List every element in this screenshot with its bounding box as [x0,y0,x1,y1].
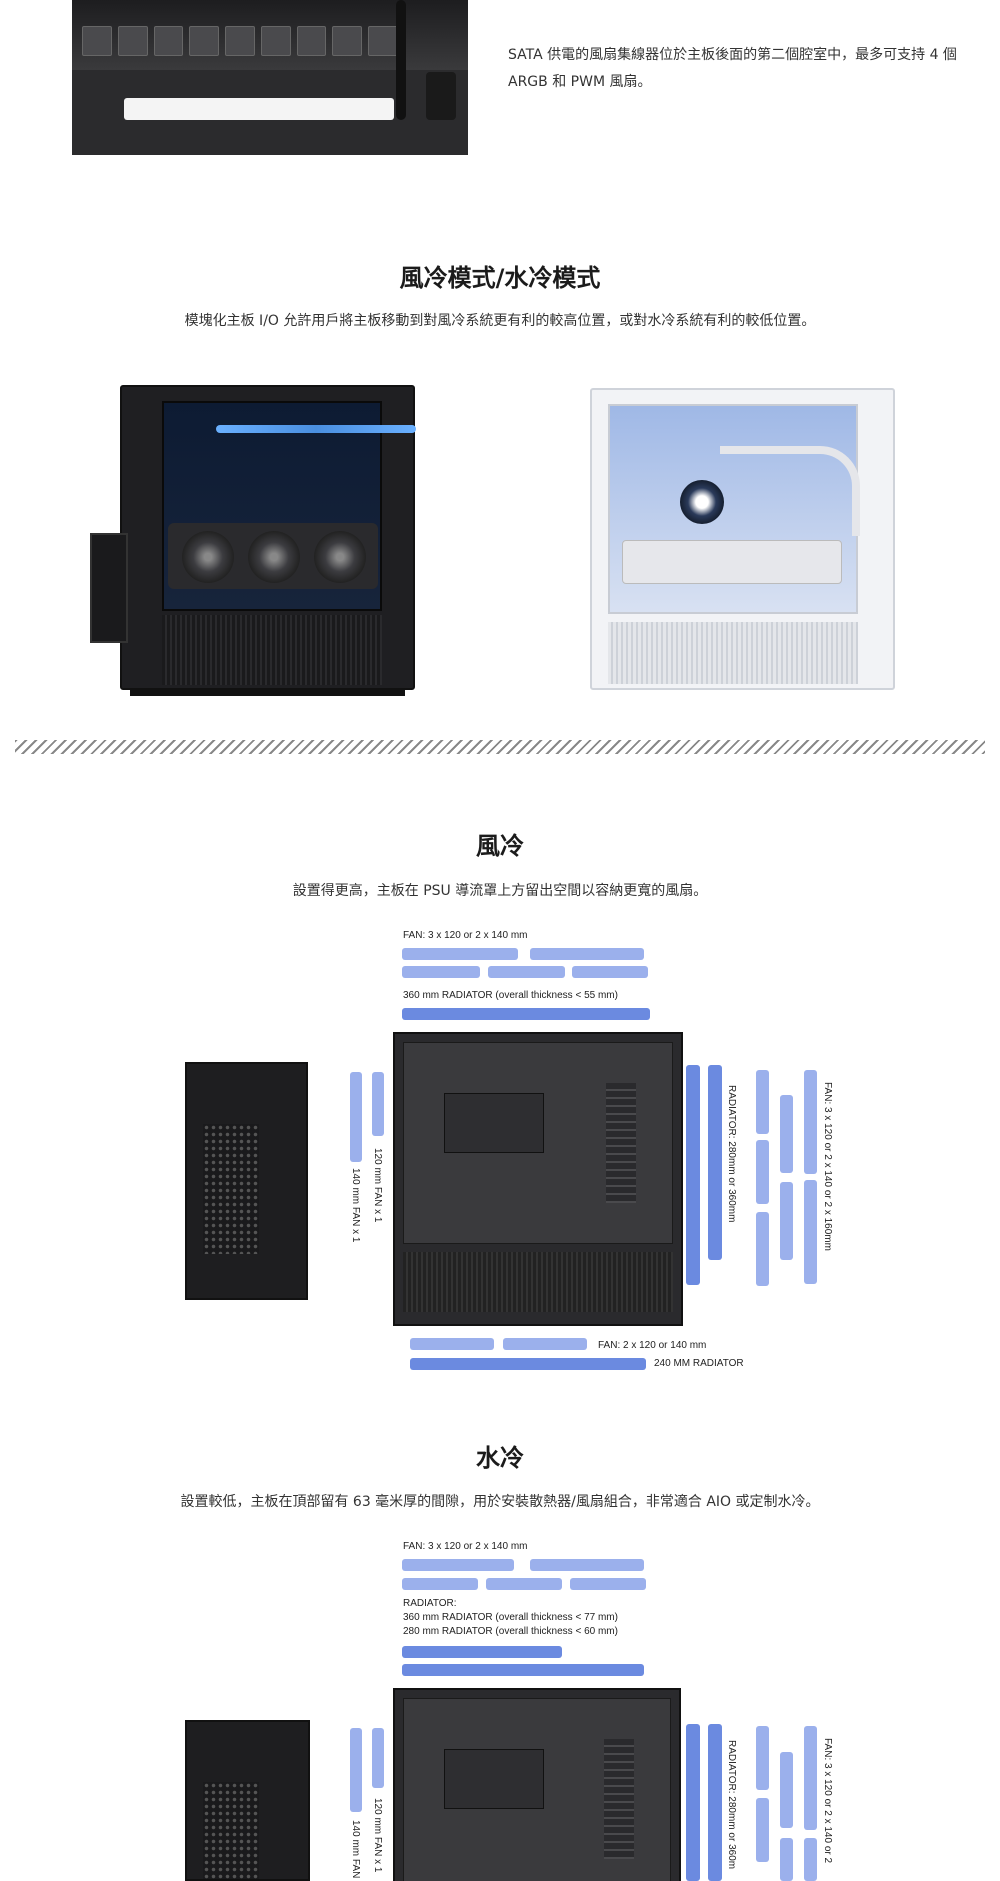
water-radiator-360-label: 360 mm RADIATOR (overall thickness < 77 … [403,1612,618,1623]
water-rear-140-label: 140 mm FAN [350,1820,361,1879]
white-slot [124,98,394,120]
air-subtitle: 設置得更高，主板在 PSU 導流罩上方留出空間以容納更寬的風扇。 [292,883,708,899]
water-top-fan-label: FAN: 3 x 120 or 2 x 140 mm [403,1541,528,1552]
hatched-divider [15,740,985,754]
air-front-fan-label: FAN: 3 x 120 or 2 x 140 or 2 x 160mm [822,1082,833,1251]
water-side-radiator-label: RADIATOR: 280mm or 360m [726,1740,737,1870]
air-bottom-fan-label: FAN: 2 x 120 or 140 mm [598,1340,707,1351]
air-top-fan-label: FAN: 3 x 120 or 2 x 140 mm [403,930,528,941]
air-top-radiator-label: 360 mm RADIATOR (overall thickness < 55 … [403,990,618,1001]
air-rear-120-label: 120 mm FAN x 1 [372,1148,383,1223]
water-rear-120-label: 120 mm FAN x 1 [372,1798,383,1873]
water-subtitle: 設置較低，主板在頂部留有 63 毫米厚的間隙，用於安裝散熱器/風扇組合，非常適合… [180,1494,820,1510]
hub-connectors [82,26,399,56]
water-title: 水冷 [476,1444,524,1472]
mode-subtitle: 模塊化主板 I/O 允許用戶將主板移動到對風冷系統更有利的較高位置，或對水冷系統… [184,313,816,329]
air-side-radiator-label: RADIATOR: 280mm or 360mm [726,1085,737,1223]
air-title: 風冷 [476,832,524,860]
water-cooled-case-photo [590,388,895,690]
air-cooled-case-photo [90,385,416,696]
cable [396,0,406,120]
water-radiator-280-label: 280 mm RADIATOR (overall thickness < 60 … [403,1626,618,1637]
air-rear-140-label: 140 mm FAN x 1 [350,1168,361,1243]
mode-title: 風冷模式/水冷模式 [399,264,601,292]
cable-clip [426,72,456,120]
air-bottom-radiator-label: 240 MM RADIATOR [654,1358,744,1369]
sata-hub-description: SATA 供電的風扇集線器位於主板後面的第二個腔室中，最多可支持 4 個 ARG… [508,47,957,90]
fan-hub-photo [72,0,468,155]
water-front-fan-label: FAN: 3 x 120 or 2 x 140 or 2 [822,1738,833,1864]
water-radiator-head-label: RADIATOR: [403,1598,457,1609]
